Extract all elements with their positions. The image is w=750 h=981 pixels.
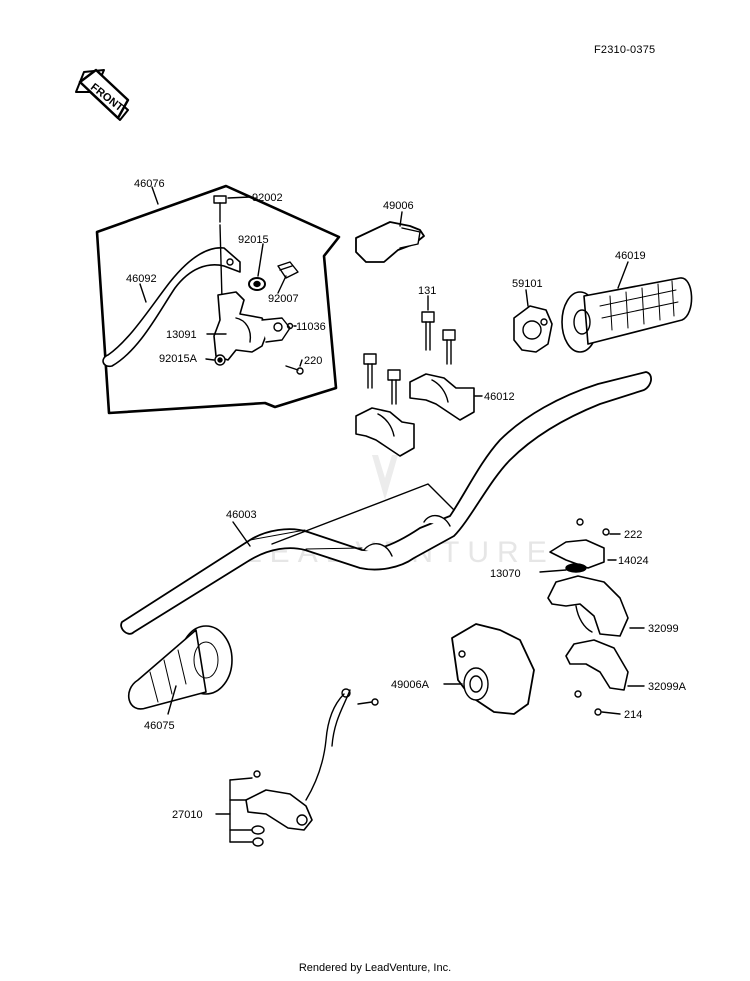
part-49006-shape — [355, 211, 425, 263]
clamps-46012 — [355, 373, 483, 457]
part-46075-grip — [127, 625, 233, 715]
handlebar-46003 — [120, 371, 652, 635]
front-arrow-icon: FRONT — [75, 68, 130, 121]
label-49006A: 49006A — [391, 679, 430, 691]
footer-credit: Rendered by LeadVenture, Inc. — [298, 962, 452, 974]
label-46092: 46092 — [126, 273, 157, 285]
label-13091: 13091 — [166, 329, 197, 341]
label-92015A: 92015A — [159, 353, 198, 365]
label-27010: 27010 — [172, 809, 203, 821]
label-11036: 11036 — [296, 321, 326, 333]
label-222: 222 — [624, 529, 642, 541]
label-32099A: 32099A — [648, 681, 687, 693]
label-46075: 46075 — [144, 720, 175, 732]
label-46003: 46003 — [226, 509, 257, 521]
part-59101-shape — [513, 289, 553, 353]
bolts-131 — [363, 295, 456, 405]
label-92002: 92002 — [252, 192, 283, 204]
part-27010-switch — [215, 688, 379, 847]
label-92015: 92015 — [238, 234, 269, 246]
label-214: 214 — [624, 709, 642, 721]
label-59101: 59101 — [512, 278, 543, 290]
clutch-lever-box — [95, 184, 341, 415]
label-46076: 46076 — [134, 178, 165, 190]
right-switch-parts — [539, 518, 645, 716]
label-220: 220 — [304, 355, 322, 367]
part-labels: 46076 92002 92015 46092 92007 13091 1103… — [126, 178, 687, 821]
label-131: 131 — [418, 285, 436, 297]
label-14024: 14024 — [618, 555, 649, 567]
part-49006A-housing — [443, 623, 535, 715]
label-49006: 49006 — [383, 200, 414, 212]
part-46019-grip — [561, 261, 693, 353]
label-32099: 32099 — [648, 623, 679, 635]
label-13070: 13070 — [490, 568, 521, 580]
diagram-code: F2310-0375 — [594, 44, 656, 56]
label-92007: 92007 — [268, 293, 299, 305]
label-46019: 46019 — [615, 250, 646, 262]
label-46012: 46012 — [484, 391, 515, 403]
